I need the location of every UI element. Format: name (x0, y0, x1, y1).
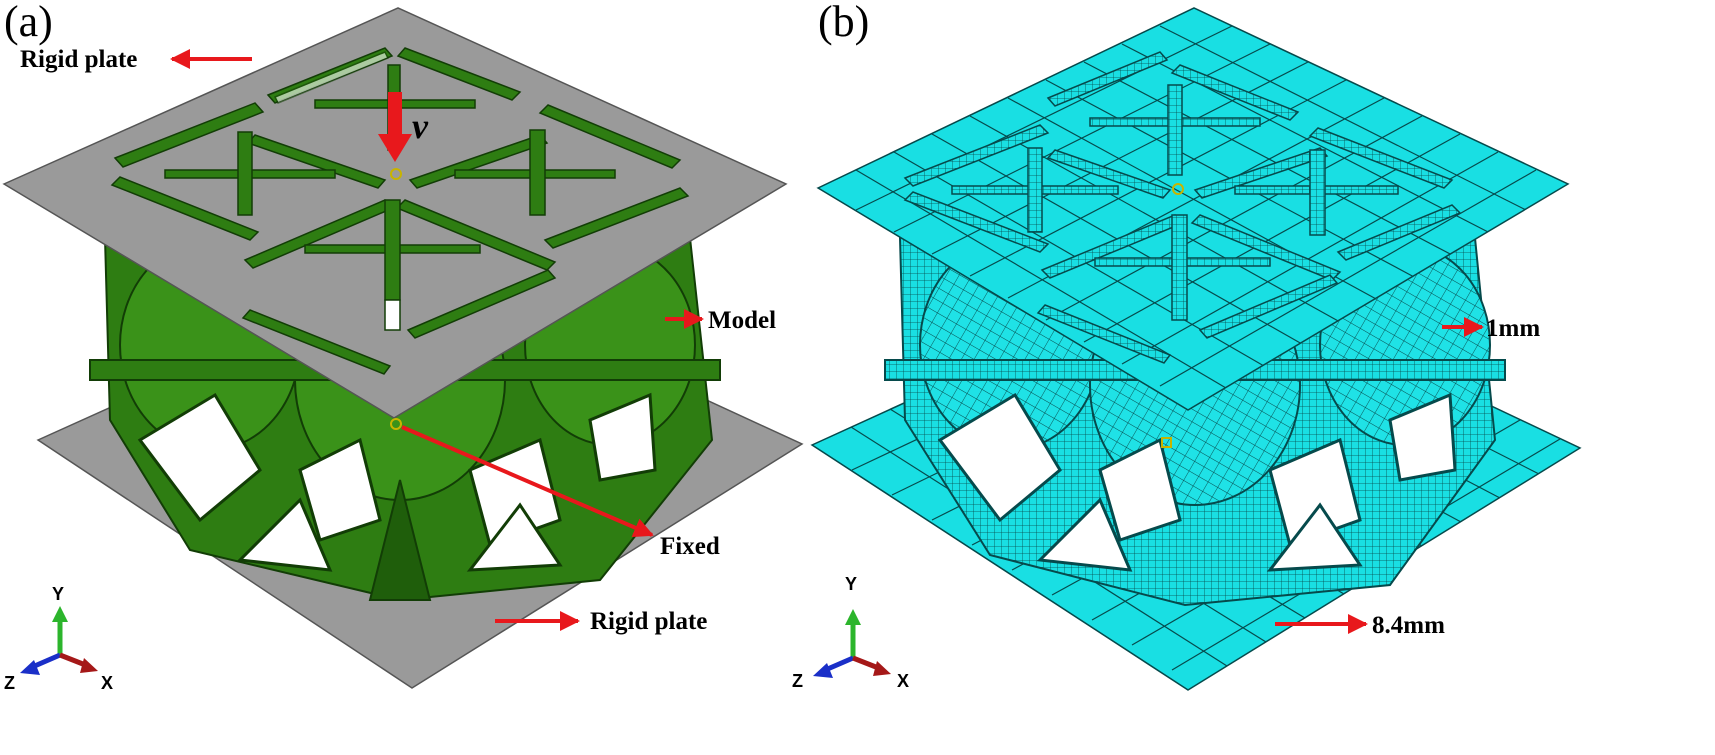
plate-slot-pattern-b (903, 51, 1462, 364)
mesh-size-plate-label: 8.4mm (1372, 612, 1445, 639)
axis-triad-a: Y Z X (4, 584, 113, 693)
panel-a: (a) (2, 0, 804, 693)
axis-z-label-b: Z (792, 671, 803, 691)
velocity-label: v (412, 106, 429, 146)
reference-point-top-b (1172, 183, 1184, 195)
panel-b-label: (b) (818, 0, 869, 46)
reference-point-top-a (390, 168, 402, 180)
axis-triad-b: Y Z X (792, 574, 909, 691)
fixed-arrow (401, 425, 654, 538)
axis-y-label-a: Y (52, 584, 64, 604)
mesh-size-model-label: 1mm (1486, 315, 1540, 342)
panel-b: (b) (792, 0, 1582, 691)
model-label: Model (708, 307, 776, 334)
panel-a-label: (a) (4, 0, 53, 46)
reference-point-bottom-b (1161, 437, 1172, 448)
rigid-plate-bottom-label: Rigid plate (590, 608, 707, 635)
top-meshed-plate-b (816, 7, 1570, 411)
plate-slot-pattern-a (110, 47, 690, 375)
rigid-plate-top-label: Rigid plate (20, 46, 137, 73)
reference-point-bottom-a (390, 418, 402, 430)
velocity-arrow (378, 92, 412, 162)
axis-x-label-b: X (897, 671, 909, 691)
fixed-label: Fixed (660, 533, 720, 560)
axis-z-label-a: Z (4, 673, 15, 693)
lattice-model-mesh-b (884, 237, 1506, 607)
axis-y-label-b: Y (845, 574, 857, 594)
axis-x-label-a: X (101, 673, 113, 693)
